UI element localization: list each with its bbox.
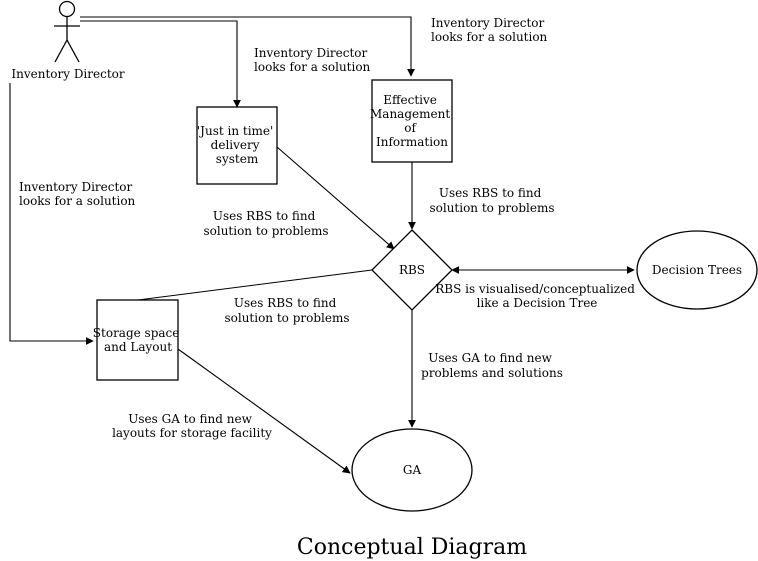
edge-actor-to-jit xyxy=(80,20,241,108)
label-rbs-to-ga: Uses GA to find new problems and solutio… xyxy=(421,351,563,380)
actor-inventory-director xyxy=(54,0,80,63)
actor-label: Inventory Director xyxy=(11,67,125,81)
label-actor-to-jit: Inventory Director looks for a solution xyxy=(254,46,371,74)
node-storage-line-1: Storage space xyxy=(93,326,180,340)
edge-jit-to-rbs xyxy=(276,146,395,250)
node-emi-line-3: of xyxy=(404,121,417,135)
edge-actor-to-emi xyxy=(80,16,415,77)
node-jit-line-2: delivery xyxy=(211,138,260,152)
svg-text:Storage space and Layout: Storage space and Layout xyxy=(93,326,183,354)
label-actor-to-emi: Inventory Director looks for a solution xyxy=(431,16,548,44)
node-storage-layout: Storage space and Layout xyxy=(93,299,183,381)
label-actor-to-storage: Inventory Director looks for a solution xyxy=(19,180,136,208)
svg-text:'Just in time' delivery: 'Just in time' delivery system xyxy=(197,124,277,166)
actor-head xyxy=(58,0,76,18)
node-rbs: RBS xyxy=(371,229,453,311)
label-rbs-to-decision-trees: RBS is visualised/conceptualized like a … xyxy=(435,282,639,310)
node-storage-line-2: and Layout xyxy=(104,340,172,354)
label-jit-to-rbs: Uses RBS to find solution to problems xyxy=(203,209,328,238)
node-decision-trees-label: Decision Trees xyxy=(652,263,742,277)
node-rbs-label: RBS xyxy=(399,263,425,277)
node-effective-management: Effective Management of Information xyxy=(370,79,454,163)
node-jit-line-3: system xyxy=(216,152,259,166)
node-emi-line-4: Information xyxy=(376,135,448,149)
node-jit-line-1: 'Just in time' xyxy=(197,124,273,138)
label-storage-to-ga: Uses GA to find new layouts for storage … xyxy=(112,412,272,440)
label-emi-to-rbs: Uses RBS to find solution to problems xyxy=(429,186,554,215)
label-storage-to-rbs: Uses RBS to find solution to problems xyxy=(224,296,349,325)
node-decision-trees: Decision Trees xyxy=(636,230,758,310)
edge-storage-to-rbs xyxy=(137,269,373,301)
node-emi-line-2: Management xyxy=(370,107,450,121)
edge-actor-to-storage xyxy=(9,83,94,345)
diagram-title: Conceptual Diagram xyxy=(297,535,527,560)
node-emi-line-1: Effective xyxy=(383,93,437,107)
edge-storage-to-ga xyxy=(177,348,351,474)
node-ga-label: GA xyxy=(403,463,422,477)
node-ga: GA xyxy=(351,428,473,512)
node-jit: 'Just in time' delivery system xyxy=(196,106,278,185)
svg-text:Effective Management: Effective Management of Information xyxy=(370,93,454,149)
